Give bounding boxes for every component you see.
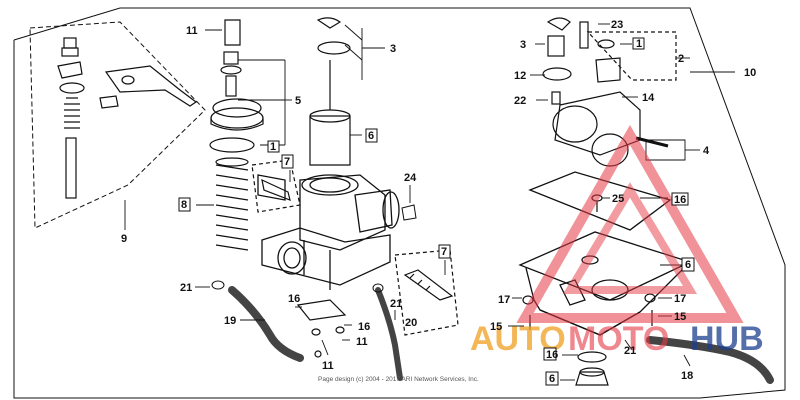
callout-21a: 21	[180, 282, 192, 294]
callout-25: 25	[612, 193, 624, 205]
callout-box-6b	[681, 257, 695, 272]
callout-6b: 6	[685, 259, 691, 271]
callout-7b: 7	[441, 246, 447, 258]
callout-7a: 7	[284, 156, 290, 168]
callout-13b: 11	[322, 360, 334, 372]
kit-9-box	[29, 21, 206, 229]
throttle-spring	[215, 157, 249, 251]
callout-6a: 6	[368, 130, 374, 142]
float-assembly	[542, 17, 677, 167]
part-7-small-screw	[251, 159, 301, 213]
leader-lines	[124, 23, 735, 381]
callout-14: 14	[642, 92, 655, 104]
callout-2: 2	[678, 53, 684, 65]
callout-17b: 17	[674, 293, 686, 305]
kit-9-parts	[57, 37, 198, 199]
callout-23: 23	[611, 19, 623, 31]
needle-clip-parts	[309, 17, 351, 166]
watermark-hub: HUB	[690, 320, 764, 358]
callout-box-6a	[365, 128, 378, 143]
callout-8: 8	[181, 199, 187, 211]
copyright-text: Page design (c) 2004 - 2017 ARI Network …	[318, 376, 479, 383]
callout-19: 19	[224, 315, 236, 327]
hose-clip-21a	[211, 280, 225, 290]
callout-22: 22	[514, 95, 526, 107]
callout-16c: 16	[546, 349, 558, 361]
callout-21c: 21	[624, 345, 636, 357]
callout-13a: 11	[356, 336, 368, 348]
callout-3a: 3	[390, 43, 396, 55]
callout-18: 18	[681, 370, 693, 382]
hose-20	[375, 287, 403, 381]
callout-10: 10	[744, 67, 756, 79]
carburetor-body	[257, 174, 400, 290]
callout-box-7b	[438, 244, 451, 259]
watermark-logo: AUTO MOTO HUB	[470, 124, 764, 358]
callout-3b: 3	[520, 39, 526, 51]
callout-box-16b	[671, 192, 689, 206]
callout-4: 4	[703, 145, 710, 157]
callout-box-1a	[267, 140, 280, 153]
callout-15a: 15	[490, 321, 502, 333]
callout-21b: 21	[390, 298, 402, 310]
callout-12: 12	[514, 70, 526, 82]
callout-16a: 16	[288, 293, 300, 305]
part-24-screw	[401, 204, 417, 221]
top-cap-assembly	[209, 19, 264, 153]
callout-11: 11	[186, 25, 198, 37]
callout-box-1b	[632, 37, 645, 50]
callout-1a: 1	[270, 141, 276, 153]
callout-box-16c	[543, 347, 557, 361]
callout-box-7a	[281, 154, 294, 169]
callout-17a: 17	[498, 294, 510, 306]
callout-5: 5	[295, 95, 301, 107]
outer-frame	[13, 7, 786, 399]
callout-9: 9	[121, 233, 127, 245]
callout-20: 20	[405, 317, 417, 329]
watermark-moto: MOTO	[568, 320, 669, 358]
callout-24: 24	[404, 172, 417, 184]
callout-box-8	[178, 197, 191, 212]
callout-6c: 6	[549, 373, 555, 385]
callout-16b: 16	[674, 194, 686, 206]
idle-screw-assembly	[394, 249, 459, 336]
hose-clip-21b	[372, 283, 384, 293]
callout-1b: 1	[636, 38, 642, 50]
hose-19	[228, 286, 304, 362]
callout-15b: 15	[674, 311, 686, 323]
callout-16: 16	[358, 321, 370, 333]
callout-box-6c	[545, 371, 559, 386]
bracket-16	[296, 299, 347, 358]
hose-18	[646, 336, 774, 384]
